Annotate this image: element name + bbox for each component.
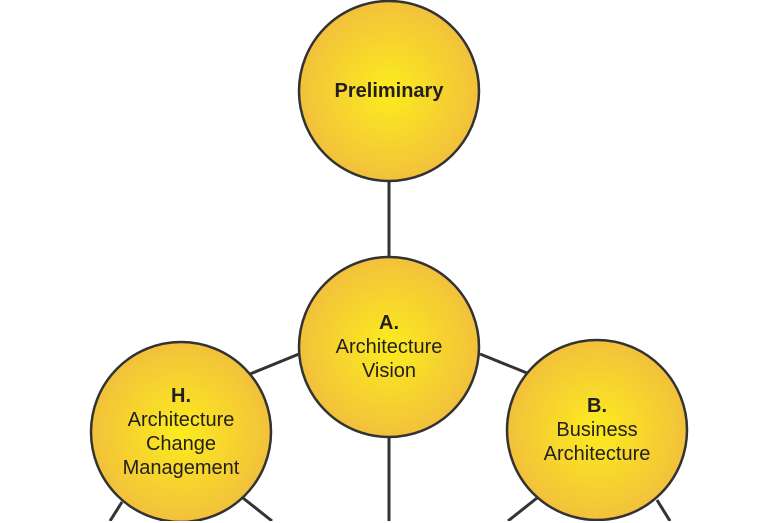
node-label: Architecture [543, 443, 651, 465]
line-b-down-right [655, 499, 672, 521]
line-h-down-right [242, 496, 273, 521]
node-label: Management [122, 457, 240, 479]
circle-h [89, 340, 273, 521]
node-a-architecture-vision[interactable]: A. Architecture Vision [298, 256, 480, 438]
node-label: Business [556, 419, 638, 441]
node-code: A. [379, 312, 399, 334]
line-h-down-left [108, 501, 124, 521]
node-label: Architecture [127, 409, 235, 431]
node-label: Change [145, 433, 217, 455]
circle-preliminary [297, 0, 481, 183]
node-b-business-architecture[interactable]: B. Business Architecture [506, 339, 688, 521]
node-label: Architecture [335, 336, 443, 358]
line-a-h [249, 352, 300, 376]
node-h-architecture-change-management[interactable]: H. Architecture Change Management [90, 341, 272, 523]
node-label: Vision [361, 360, 417, 382]
node-preliminary[interactable]: Preliminary [298, 0, 480, 182]
node-code: H. [171, 385, 191, 407]
circle-a [297, 255, 481, 439]
line-b-down-left [507, 496, 538, 521]
line-a-b [479, 352, 528, 375]
circle-b [505, 338, 689, 521]
node-title: Preliminary [334, 80, 444, 102]
node-code: B. [587, 395, 607, 417]
